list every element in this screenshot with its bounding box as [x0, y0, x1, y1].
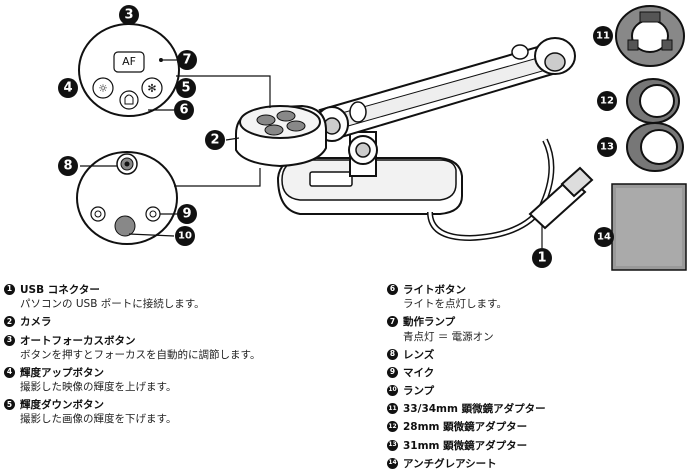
- svg-text:6: 6: [179, 103, 188, 118]
- svg-text:7: 7: [182, 53, 191, 68]
- anti-glare-sheet: [611, 183, 687, 271]
- usb-cable: [427, 138, 594, 242]
- legend-title: オートフォーカスボタン: [20, 334, 136, 347]
- legend-title: 輝度アップボタン: [20, 366, 104, 379]
- legend-number: 14: [387, 457, 398, 469]
- legend-item: 10 ランプ: [387, 384, 687, 398]
- legend-number: 11: [387, 403, 398, 415]
- camera-head: [235, 104, 327, 168]
- legend-title: マイク: [403, 366, 435, 379]
- legend-number: 10: [387, 385, 398, 397]
- svg-text:14: 14: [597, 232, 611, 243]
- legend-number: 6: [387, 284, 398, 295]
- svg-text:5: 5: [181, 81, 190, 96]
- callout-5: 5: [176, 78, 196, 98]
- legend-desc: 青点灯 ＝ 電源オン: [403, 330, 494, 343]
- legend-desc: パソコンの USB ポートに接続します。: [20, 298, 205, 311]
- legend-number: 2: [4, 316, 15, 328]
- svg-text:3: 3: [124, 8, 133, 23]
- legend-number: 4: [4, 366, 15, 378]
- svg-text:✻: ✻: [147, 82, 156, 95]
- callout-12: 12: [597, 91, 617, 111]
- svg-text:2: 2: [210, 133, 219, 148]
- legend-number: 8: [387, 348, 398, 360]
- leader-lines: [80, 59, 543, 248]
- legend-item: 13 31mm 顕微鏡アダプター: [387, 439, 687, 453]
- legend-title: カメラ: [20, 316, 52, 329]
- legend-title: 31mm 顕微鏡アダプター: [403, 439, 528, 452]
- svg-text:☼: ☼: [98, 82, 108, 95]
- legend-desc: 撮影した映像の輝度を上げます。: [20, 381, 177, 394]
- svg-text:11: 11: [596, 31, 610, 42]
- legend-right: 6 ライトボタンライトを点灯します。 7 動作ランプ青点灯 ＝ 電源オン 8 レ…: [387, 283, 687, 475]
- legend-title: 動作ランプ: [403, 316, 456, 329]
- legend-title: ライトボタン: [403, 284, 466, 296]
- adapter-28mm: [626, 78, 680, 124]
- legend-item: 8 レンズ: [387, 348, 687, 362]
- button-panel-detail: AF ☼ ✻: [78, 23, 180, 117]
- legend-title: 輝度ダウンボタン: [20, 399, 104, 412]
- legend-number: 9: [387, 366, 398, 378]
- legend-item: 9 マイク: [387, 366, 687, 380]
- callout-9: 9: [177, 204, 197, 224]
- legend-item: 1 USB コネクターパソコンの USB ポートに接続します。: [4, 283, 334, 311]
- legend-title: レンズ: [403, 348, 435, 361]
- legend-title: USB コネクター: [20, 284, 100, 296]
- stand-post: [348, 131, 378, 177]
- adapter-33-34mm: [615, 5, 685, 67]
- legend-title: 33/34mm 顕微鏡アダプター: [403, 403, 546, 416]
- legend-item: 7 動作ランプ青点灯 ＝ 電源オン: [387, 315, 687, 343]
- legend-item: 3 オートフォーカスボタンボタンを押すとフォーカスを自動的に調節します。: [4, 334, 334, 362]
- legend-item: 6 ライトボタンライトを点灯します。: [387, 283, 687, 311]
- legend-number: 7: [387, 316, 398, 328]
- af-button-label: AF: [122, 55, 136, 68]
- legend-desc: ボタンを押すとフォーカスを自動的に調節します。: [20, 348, 261, 361]
- legend-number: 13: [387, 439, 398, 451]
- callout-8: 8: [58, 156, 78, 176]
- legend-item: 12 28mm 顕微鏡アダプター: [387, 420, 687, 434]
- svg-text:4: 4: [63, 81, 72, 96]
- svg-text:1: 1: [537, 251, 546, 266]
- legend-item: 11 33/34mm 顕微鏡アダプター: [387, 402, 687, 416]
- callout-2: 2: [205, 130, 225, 150]
- callout-11: 11: [593, 26, 613, 46]
- legend-item: 4 輝度アップボタン撮影した映像の輝度を上げます。: [4, 366, 334, 394]
- legend-number: 3: [4, 334, 15, 346]
- callout-10: 10: [175, 226, 195, 246]
- callout-14: 14: [594, 227, 614, 247]
- stand-arm: [315, 37, 576, 142]
- svg-text:8: 8: [63, 159, 72, 174]
- legend-item: 5 輝度ダウンボタン撮影した画像の輝度を下げます。: [4, 398, 334, 426]
- legend-desc: 撮影した画像の輝度を下げます。: [20, 413, 177, 426]
- legend-number: 12: [387, 421, 398, 433]
- legend-desc: ライトを点灯します。: [403, 298, 507, 311]
- callout-13: 13: [597, 137, 617, 157]
- legend-left: 1 USB コネクターパソコンの USB ポートに接続します。 2 カメラ 3 …: [4, 283, 334, 431]
- svg-text:12: 12: [600, 96, 614, 107]
- adapter-31mm: [626, 122, 684, 172]
- callout-3: 3: [119, 5, 139, 25]
- svg-text:10: 10: [178, 231, 192, 242]
- svg-text:13: 13: [600, 142, 614, 153]
- legend-title: 28mm 顕微鏡アダプター: [403, 421, 528, 434]
- legend-number: 1: [4, 284, 15, 295]
- callout-7: 7: [177, 50, 197, 70]
- legend-item: 2 カメラ: [4, 315, 334, 329]
- legend-number: 5: [4, 399, 15, 411]
- svg-text:9: 9: [182, 207, 191, 222]
- callout-1: 1: [532, 248, 552, 268]
- callout-4: 4: [58, 78, 78, 98]
- legend-title: ランプ: [403, 385, 435, 398]
- lens-detail: [76, 151, 178, 245]
- callout-6: 6: [174, 100, 194, 120]
- product-diagram: AF ☼ ✻: [58, 5, 687, 271]
